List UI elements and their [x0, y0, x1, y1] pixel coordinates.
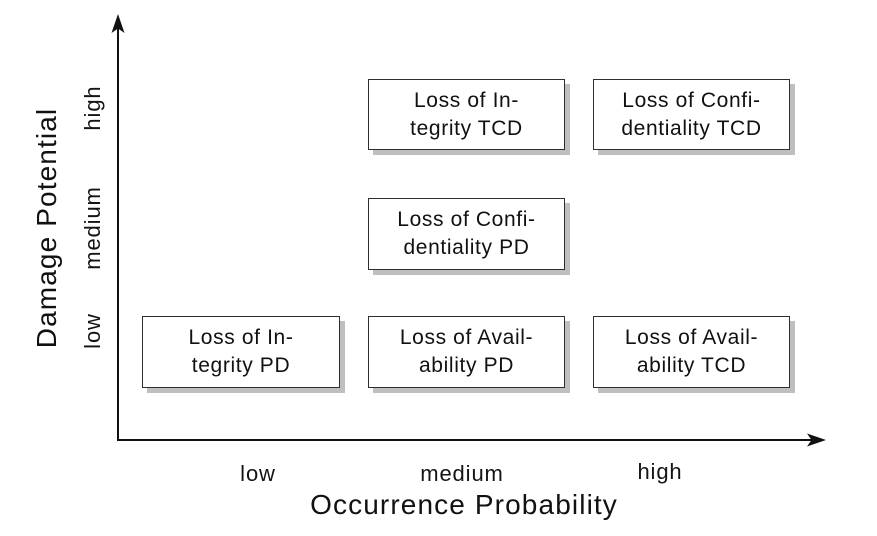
node-label-line: Loss of Avail- [624, 326, 759, 349]
node-label-line: dentiality TCD [621, 116, 762, 140]
y-axis-arrow-icon [111, 14, 125, 33]
x-axis-title: Occurrence Probability [310, 489, 618, 520]
node-label-line: ability PD [419, 354, 514, 377]
x-tick-medium: medium [420, 461, 504, 486]
node-loss-of-integrity-tcd: Loss of In- tegrity TCD [368, 79, 565, 150]
x-tick-low: low [240, 461, 276, 486]
node-label-line: Loss of Avail- [399, 326, 534, 349]
node-label-line: Loss of Confi- [397, 208, 536, 231]
node-loss-of-integrity-pd: Loss of In- tegrity PD [142, 316, 340, 388]
node-label-line: Loss of Confi- [622, 88, 761, 112]
node-loss-of-confidentiality-tcd: Loss of Confi- dentiality TCD [593, 79, 790, 150]
y-axis-title: Damage Potential [31, 107, 62, 349]
node-loss-of-availability-pd: Loss of Avail- ability PD [368, 316, 565, 388]
node-loss-of-confidentiality-pd: Loss of Confi- dentiality PD [368, 198, 565, 270]
node-label-line: Loss of In- [414, 88, 519, 112]
node-label-line: dentiality PD [403, 236, 530, 259]
x-axis-arrow-icon [807, 433, 826, 447]
y-tick-low: low [80, 313, 105, 349]
node-label-line: ability TCD [636, 354, 747, 377]
node-loss-of-availability-tcd: Loss of Avail- ability TCD [593, 316, 790, 388]
node-label-line: Loss of In- [188, 326, 294, 349]
node-label-line: tegrity TCD [410, 116, 523, 140]
y-tick-high: high [80, 85, 105, 131]
node-label-line: tegrity PD [191, 354, 291, 377]
x-tick-high: high [637, 459, 683, 484]
y-tick-medium: medium [80, 186, 105, 270]
